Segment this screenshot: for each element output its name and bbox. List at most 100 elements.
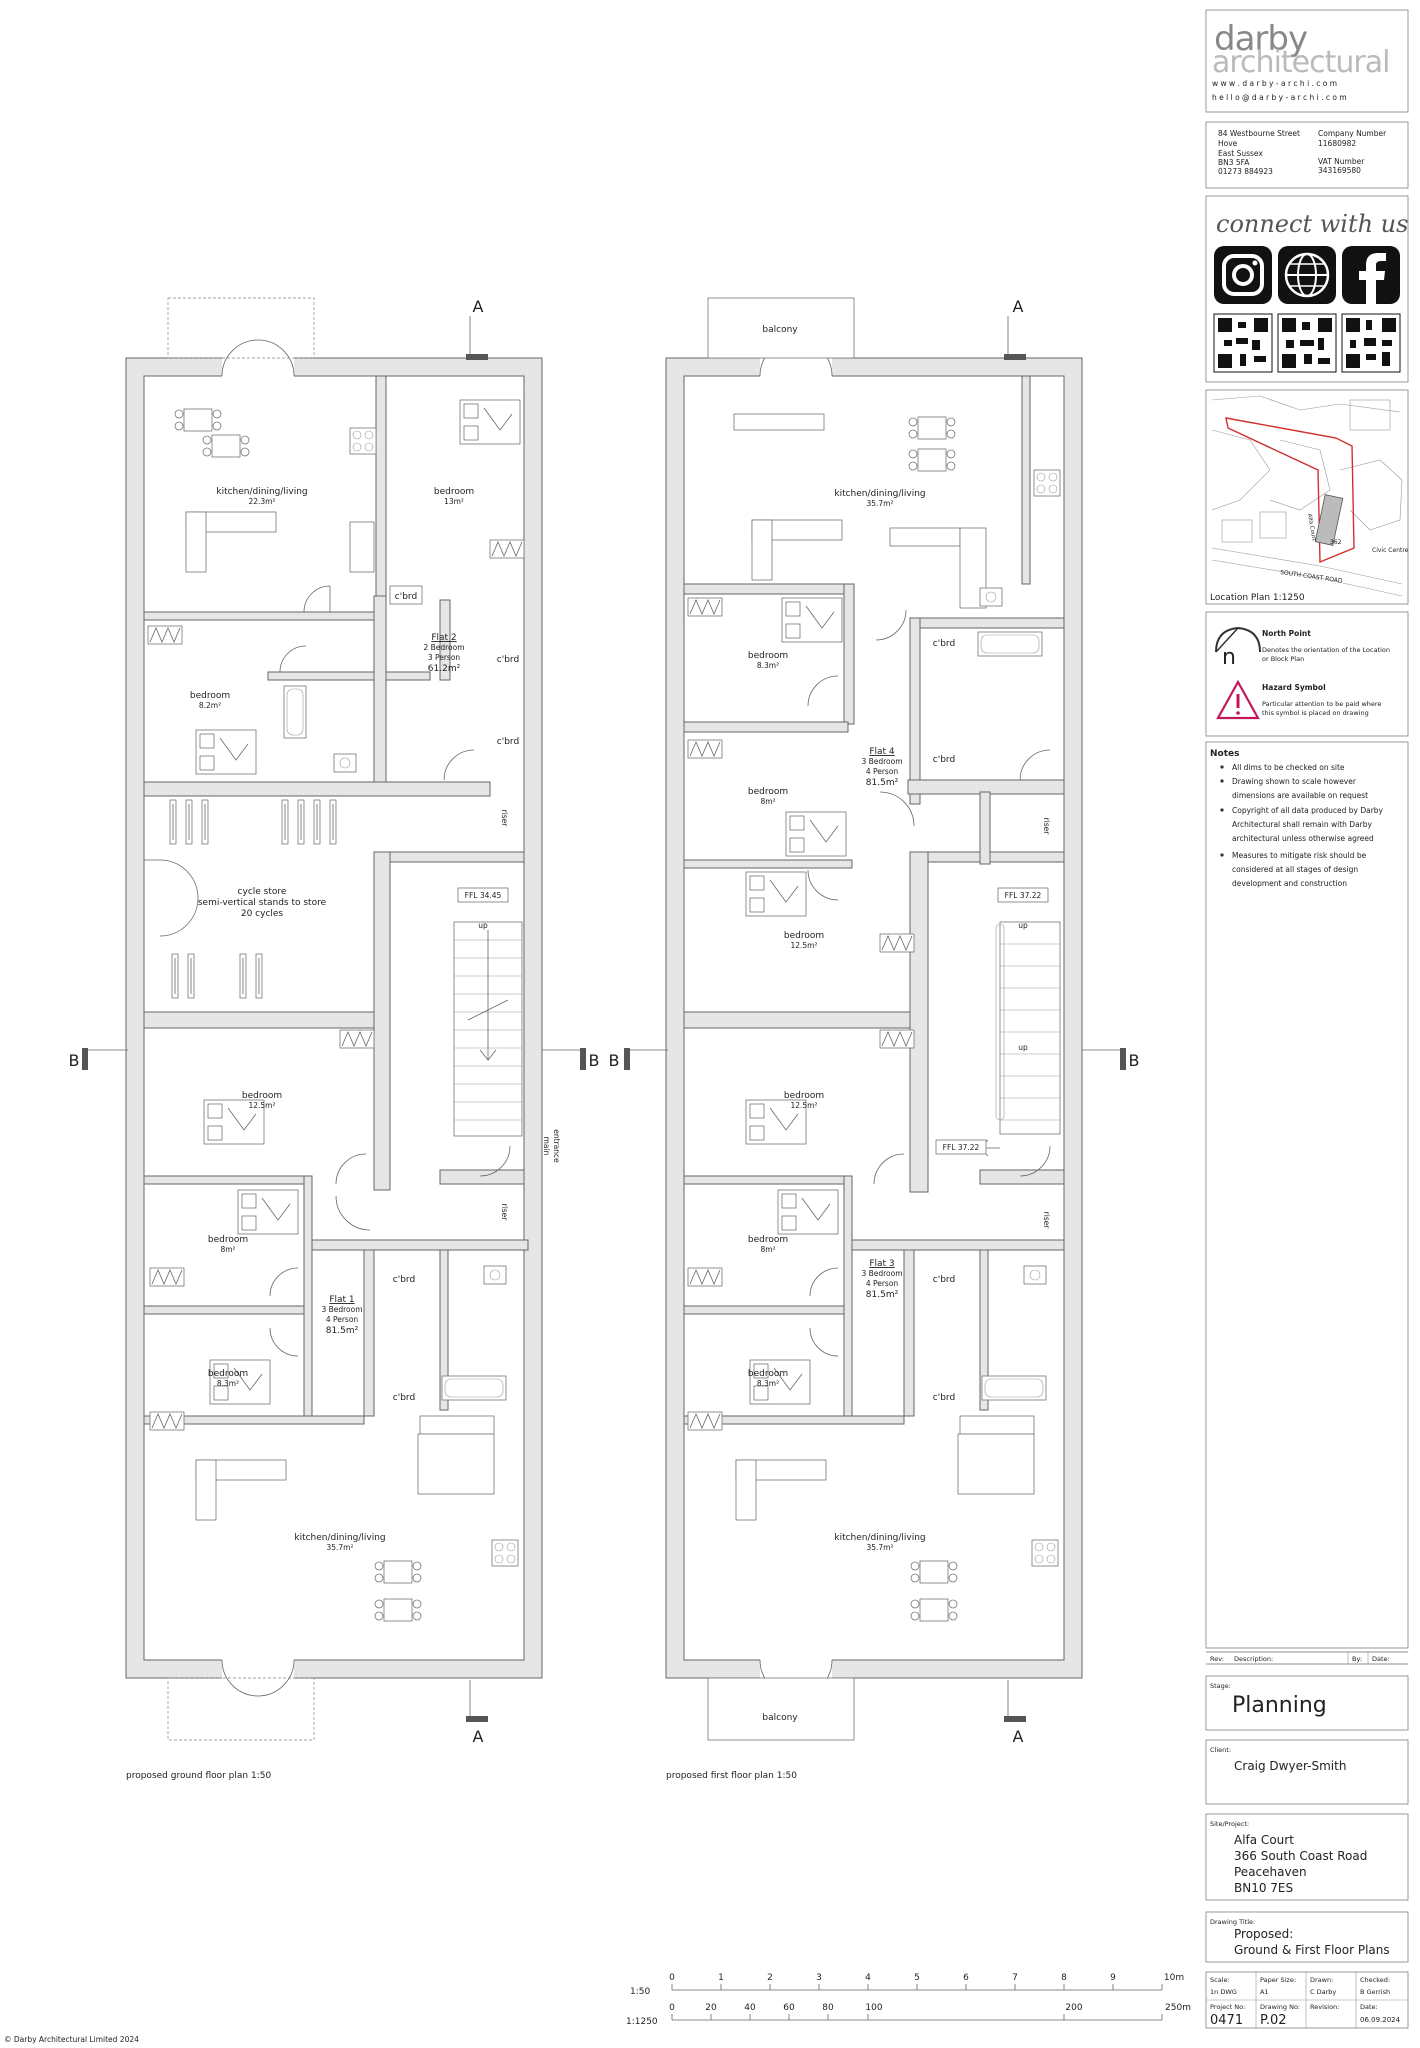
cupboard-label: c'brd <box>933 1393 955 1403</box>
drawing-number-value: P.02 <box>1260 2013 1287 2028</box>
ffl-label-bottom: FFL 37.22 <box>943 1143 980 1152</box>
connect-heading: connect with us <box>1216 210 1408 238</box>
riser-label: riser <box>500 810 509 828</box>
drawing-title-line: Proposed: <box>1234 1927 1293 1941</box>
scale-tick: 3 <box>816 1973 822 1983</box>
flat-2-persons: 3 Person <box>428 653 461 662</box>
room-area: 8m² <box>220 1245 235 1254</box>
ground-floor-caption: proposed ground floor plan 1:50 <box>126 1771 271 1781</box>
note-line: Drawing shown to scale however <box>1232 777 1357 786</box>
ffl-label: FFL 34.45 <box>465 891 502 900</box>
facebook-icon[interactable] <box>1342 246 1400 304</box>
cupboard-label: c'brd <box>933 639 955 649</box>
balcony-label-bottom: balcony <box>762 1713 798 1723</box>
note-line: Measures to mitigate risk should be <box>1232 851 1367 860</box>
room-label: kitchen/dining/living <box>294 1533 385 1543</box>
room-area: 12.5m² <box>790 941 817 950</box>
room-label: bedroom <box>208 1369 248 1379</box>
qr-code-icon[interactable] <box>1277 313 1337 373</box>
map-label: Civic Centre <box>1372 547 1409 554</box>
room-label: kitchen/dining/living <box>834 489 925 499</box>
ground-section-b-right: B <box>589 1051 600 1070</box>
scale-tick: 200 <box>1065 2003 1082 2013</box>
room-label: bedroom <box>242 1091 282 1101</box>
ffl-label-top: FFL 37.22 <box>1005 891 1042 900</box>
scale-value: 1n DWG <box>1210 1988 1237 1996</box>
client-label: Client: <box>1210 1746 1231 1754</box>
north-point-desc: Denotes the orientation of the Location <box>1262 646 1390 654</box>
balcony-label-top: balcony <box>762 325 798 335</box>
flat-4-area: 81.5m² <box>866 778 899 788</box>
map-label: Alfa Court <box>1306 513 1317 542</box>
room-area: 8m² <box>760 1245 775 1254</box>
room-area: 22.3m² <box>248 497 275 506</box>
room-label: bedroom <box>748 651 788 661</box>
cycle-store-desc: semi-vertical stands to store <box>198 898 327 908</box>
drawn-value: C Darby <box>1310 1988 1336 1996</box>
firm-website: w w w . d a r b y - a r c h i . c o m <box>1212 79 1337 88</box>
note-line: dimensions are available on request <box>1232 791 1368 800</box>
ground-section-a-bottom: A <box>473 1727 484 1746</box>
scale-tick: 9 <box>1110 1973 1116 1983</box>
title-block: darby architectural w w w . d a r b y - … <box>1205 9 1409 2029</box>
note-line: Copyright of all data produced by Darby <box>1232 806 1384 815</box>
instagram-icon[interactable] <box>1214 246 1272 304</box>
room-area: 8.3m² <box>757 661 779 670</box>
hazard-title: Hazard Symbol <box>1262 683 1326 692</box>
room-label: kitchen/dining/living <box>834 1533 925 1543</box>
first-floor-plan: A A B B balcony balcony kitchen/dining/l… <box>609 297 1140 1781</box>
north-point-title: North Point <box>1262 629 1311 638</box>
riser-label: riser <box>1042 818 1051 836</box>
north-point-desc: or Block Plan <box>1262 655 1304 663</box>
room-area: 8.3m² <box>757 1379 779 1388</box>
flat-3-area: 81.5m² <box>866 1290 899 1300</box>
vat-label: VAT Number <box>1318 157 1365 166</box>
location-plan-caption: Location Plan 1:1250 <box>1210 593 1305 603</box>
location-plan-map <box>1211 395 1403 597</box>
date-value: 06.09.2024 <box>1360 2016 1401 2024</box>
scale-tick: 60 <box>783 2003 795 2013</box>
room-area: 35.7m² <box>866 1543 893 1552</box>
room-area: 13m² <box>444 497 464 506</box>
company-number: 11680982 <box>1318 139 1356 148</box>
room-area: 8m² <box>760 797 775 806</box>
room-area: 12.5m² <box>248 1101 275 1110</box>
scale-tick: 10m <box>1164 1973 1184 1983</box>
date-label: Date: <box>1360 2003 1378 2011</box>
scale-tick: 20 <box>705 2003 717 2013</box>
address-line: East Sussex <box>1218 149 1263 158</box>
scale-tick: 100 <box>865 2003 882 2013</box>
checked-label: Checked: <box>1360 1976 1390 1984</box>
flat-2-bedrooms: 2 Bedroom <box>423 643 464 652</box>
cycle-store-count: 20 cycles <box>241 909 284 919</box>
globe-icon[interactable] <box>1278 246 1336 304</box>
main-entrance-label: entrance <box>552 1129 561 1163</box>
first-section-a-top: A <box>1013 297 1024 316</box>
cycle-store-label: cycle store <box>238 887 287 897</box>
note-line: development and construction <box>1232 879 1347 888</box>
company-number-label: Company Number <box>1318 129 1387 138</box>
firm-logo-line1: darby <box>1214 19 1308 59</box>
rev-by-header: By: <box>1352 1655 1362 1663</box>
cupboard-label: c'brd <box>395 592 417 602</box>
drawing-title-line: Ground & First Floor Plans <box>1234 1943 1390 1957</box>
firm-email: h e l l o @ d a r b y - a r c h i . c o … <box>1212 93 1347 102</box>
scale-tick: 6 <box>963 1973 969 1983</box>
rev-header: Rev: <box>1210 1655 1224 1663</box>
drawing-title-label: Drawing Title: <box>1210 1918 1255 1926</box>
cupboard-label: c'brd <box>497 655 519 665</box>
flat-1-persons: 4 Person <box>326 1315 359 1324</box>
room-area: 35.7m² <box>866 499 893 508</box>
scale-tick: 4 <box>865 1973 871 1983</box>
qr-code-icon[interactable] <box>1213 313 1273 373</box>
room-label: bedroom <box>190 691 230 701</box>
hazard-icon <box>1216 679 1260 720</box>
cupboard-label: c'brd <box>497 737 519 747</box>
ground-floor-plan: A A B B kitchen/dining/living 22.3m² bed… <box>69 297 600 1781</box>
scale-tick: 5 <box>914 1973 920 1983</box>
qr-code-icon[interactable] <box>1341 313 1401 373</box>
site-line: BN10 7ES <box>1234 1881 1293 1895</box>
flat-4-persons: 4 Person <box>866 767 899 776</box>
flat-4-bedrooms: 3 Bedroom <box>861 757 902 766</box>
